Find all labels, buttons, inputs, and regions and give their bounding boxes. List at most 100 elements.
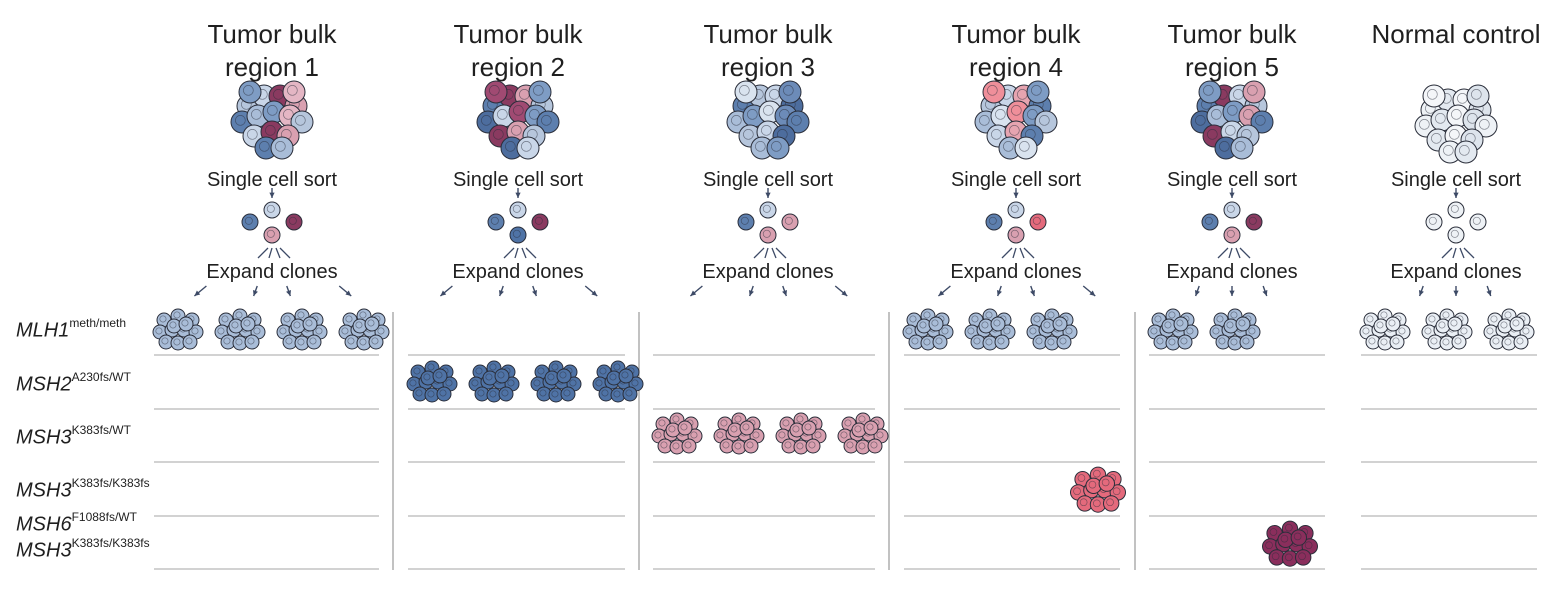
- clone-cluster-cell: [1052, 316, 1068, 332]
- clone-cluster-cell-nucleus: [1298, 552, 1306, 561]
- expand-arrow-head: [591, 290, 598, 296]
- clone-cluster-cell-nucleus: [533, 379, 541, 387]
- clone-cluster-cell-nucleus: [1180, 337, 1188, 345]
- expand-tick: [771, 247, 777, 259]
- clone-cluster-cell-nucleus: [1504, 338, 1512, 346]
- clone-cluster-cell: [739, 420, 755, 436]
- expand-clones-label: Expand clones: [950, 261, 1082, 283]
- clone-cluster-cell: [1239, 334, 1255, 350]
- clone-cluster-cell-nucleus: [844, 419, 852, 427]
- column-title-3: Tumor bulk region 3: [648, 18, 888, 84]
- clone-cluster-cell: [677, 420, 693, 436]
- clone-cluster-cell: [1173, 316, 1189, 332]
- clone-cluster-cell-nucleus: [173, 338, 181, 346]
- bulk-tumor-cell: [982, 80, 1006, 104]
- clone-cluster-cell: [618, 368, 634, 384]
- clone-cluster-cell-nucleus: [1079, 498, 1088, 507]
- clone-cluster-cell: [498, 386, 514, 402]
- title-line-2: region 2: [471, 52, 565, 82]
- bulk-tumor-cell: [1034, 110, 1058, 134]
- sorted-cell-nucleus: [762, 229, 771, 238]
- bulk-tumor-cell-nucleus: [987, 85, 998, 96]
- clone-cluster-cell-nucleus: [217, 327, 225, 335]
- expand-tick: [1452, 247, 1457, 259]
- clone-cluster-cell-nucleus: [985, 338, 993, 346]
- clone-cluster-cell-nucleus: [866, 423, 874, 431]
- bulk-tumor-cell-nucleus: [243, 85, 254, 96]
- clone-cluster-cell: [494, 368, 510, 384]
- clone-cluster-cell-nucleus: [613, 363, 621, 371]
- bulk-tumor-cell-nucleus: [1195, 115, 1206, 126]
- sorted-cell-nucleus: [1472, 216, 1481, 225]
- sorted-cell-nucleus: [1248, 216, 1257, 225]
- expand-arrow-head: [690, 290, 697, 296]
- expand-arrow-head: [841, 290, 848, 296]
- clone-cluster-cell-nucleus: [1516, 337, 1524, 345]
- sorted-cell-nucleus: [1010, 229, 1019, 238]
- clone-cluster-cell-nucleus: [734, 442, 742, 450]
- expand-tick: [521, 247, 527, 259]
- clone-cluster-cell-nucleus: [997, 337, 1005, 345]
- title-line-1: Tumor bulk: [703, 19, 833, 49]
- bulk-tumor-cell-nucleus: [1471, 89, 1482, 100]
- clone-cluster-cell-nucleus: [1285, 523, 1293, 532]
- clone-cluster-cell: [1290, 529, 1308, 546]
- clone-cluster-cell-nucleus: [1522, 327, 1530, 335]
- bulk-tumor-cell-nucleus: [743, 129, 754, 140]
- expand-arrow-head: [997, 290, 1002, 296]
- clone-cluster-cell-nucleus: [563, 389, 571, 397]
- bulk-tumor-cell-nucleus: [1207, 129, 1218, 140]
- sorted-cell: [1469, 213, 1487, 231]
- clone-cluster-cell-nucleus: [547, 373, 555, 381]
- expand-arrow-head: [1418, 290, 1424, 296]
- clone-cluster-cell-nucleus: [981, 321, 989, 329]
- clone-cluster-cell-nucleus: [923, 311, 931, 319]
- clone-cluster-cell-nucleus: [1248, 327, 1256, 335]
- clone-cluster-cell-nucleus: [159, 315, 167, 323]
- clone-cluster-cell-nucleus: [191, 327, 199, 335]
- bulk-tumor-cell-nucleus: [259, 141, 270, 152]
- bulk-tumor-cell-nucleus: [1011, 105, 1022, 116]
- clone-cluster-cell-nucleus: [559, 371, 567, 379]
- clone-cluster-cell-nucleus: [870, 441, 878, 449]
- clone-cluster-cell: [681, 438, 697, 454]
- clone-cluster-cell-nucleus: [1077, 474, 1086, 482]
- bulk-tumor-cell-nucleus: [1031, 85, 1042, 96]
- bulk-tumor-cell-nucleus: [1435, 113, 1446, 124]
- sorted-cell-nucleus: [1226, 229, 1235, 238]
- clone-cluster-cell: [805, 438, 821, 454]
- clone-cluster-cell-nucleus: [309, 337, 317, 345]
- clone-cluster-cell: [928, 316, 944, 332]
- sorted-cell: [1447, 201, 1465, 219]
- clone-cluster-cell-nucleus: [1265, 541, 1273, 550]
- clone-cluster-cell-nucleus: [409, 379, 417, 387]
- expand-arrow-head: [1089, 290, 1096, 296]
- sorted-cell: [263, 201, 281, 219]
- bulk-tumor-cell-nucleus: [1419, 119, 1430, 130]
- clone-cluster-cell-nucleus: [427, 363, 435, 371]
- title-line-1: Tumor bulk: [207, 19, 337, 49]
- expand-tick: [775, 247, 787, 259]
- clone-cluster-cell-nucleus: [181, 319, 189, 327]
- bulk-tumor-cell-nucleus: [995, 109, 1006, 120]
- expand-arrow-head: [1229, 290, 1235, 296]
- expand-arrow-head: [194, 290, 201, 296]
- sorted-cell-nucleus: [512, 229, 521, 238]
- bulk-tumor-cell-nucleus: [251, 109, 262, 120]
- clone-cluster-cell-nucleus: [858, 442, 866, 450]
- clone-cluster-cell-nucleus: [1047, 311, 1055, 319]
- clone-cluster-cell-nucleus: [784, 441, 792, 449]
- clone-cluster-cell-nucleus: [1065, 327, 1073, 335]
- clone-cluster-cell-nucleus: [507, 379, 515, 387]
- clone-cluster-cell-nucleus: [672, 415, 680, 423]
- expand-clones-label: Expand clones: [1166, 261, 1298, 283]
- clone-cluster-cell: [622, 386, 638, 402]
- clone-cluster-cell-nucleus: [1388, 319, 1396, 327]
- expand-tick: [1228, 247, 1233, 259]
- clone-cluster-cell-nucleus: [355, 321, 363, 329]
- clone-cluster-cell-nucleus: [1376, 321, 1384, 329]
- sorted-cell: [487, 213, 505, 231]
- sorted-cell: [1201, 213, 1219, 231]
- clone-cluster-cell-nucleus: [1059, 337, 1067, 345]
- column-title-6: Normal control: [1336, 18, 1553, 51]
